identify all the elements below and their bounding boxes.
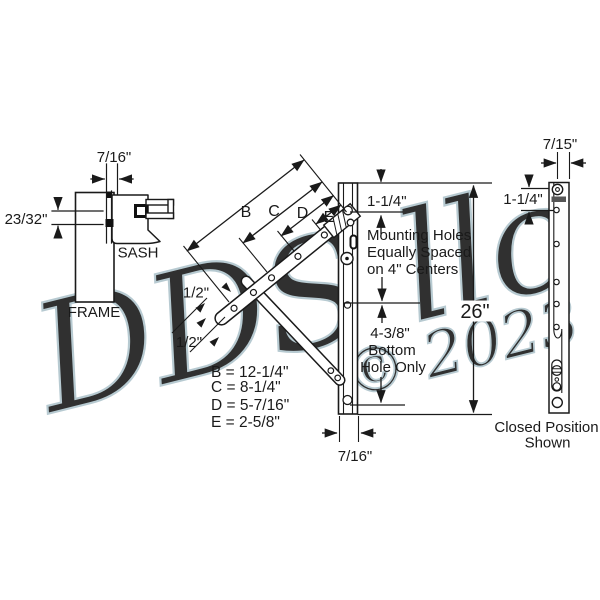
closed-bar-hinge-block [551,196,566,202]
track-roller-pin [345,256,349,261]
bottom-spacing-label: 4-3/8" [370,325,410,342]
mounting-note-line3: on 4" Centers [367,261,458,278]
half-inch-witness-lines [171,297,226,353]
mount-block [105,219,114,227]
closed-width-label: 7/15" [543,136,578,153]
frame-section [74,191,115,303]
dim-e-line [315,204,342,225]
sash-block-hole [137,207,145,215]
pivot-hole-top [343,205,353,216]
closed-bar-bottom-hole [551,396,563,409]
sash-label: SASH [118,245,159,262]
dim-d-line [280,194,335,237]
mounting-note-line2: Equally Spaced [367,244,471,261]
closed-position-bar: 7/15" 1-1/4" Closed Position Shown [494,136,598,452]
dim-b-value: B = 12-1/4" [211,364,288,381]
inset-depth-label: 23/32" [5,211,48,228]
dim-b-letter: B [241,204,252,221]
half-inch-arrows [195,282,231,347]
support-arm-shoe-hole-1 [327,367,335,375]
inset-width-label: 7/16" [97,149,132,166]
support-arm-shoe-hole-2 [334,374,342,382]
sash-frame-inset: 7/16" 23/32" SASH FRAME [5,149,175,321]
dim-c-letter: C [268,203,280,220]
track-dimensions: 26" 7/16" 1-1/4" Mounting Holes Equally … [322,169,492,465]
half-inch-lower-label: 1/2" [176,334,202,351]
support-arm-bar [240,275,346,386]
closed-offset-label: 1-1/4" [503,191,543,208]
support-arm [240,275,346,386]
half-inch-upper-label: 1/2" [183,285,209,302]
witness-lines [183,154,347,303]
dim-e-letter: E [324,209,335,226]
dim-d-letter: D [297,205,309,222]
dim-length-label: 26" [460,301,489,323]
track-hole-leaders [343,211,420,406]
inset-depth-leaders [51,210,104,226]
track-slot [349,234,358,250]
slider-pin-large [552,382,562,391]
closed-caption-line1: Closed Position [494,419,598,436]
closed-offset-leaders [521,187,554,212]
slider-pin-small [554,377,560,382]
track-top-offset-label: 1-1/4" [367,193,407,210]
track-width-witness [338,416,360,442]
bottom-note-line1: Bottom [368,342,416,359]
slider-screw-slot [552,368,561,373]
closed-caption-line2: Shown [525,435,571,452]
dim-c-value: C = 8-1/4" [211,379,281,396]
sash-channel-prongs [145,198,175,220]
track-extension-lines [357,182,492,416]
frame-label: FRAME [68,304,121,321]
channel-cap [106,191,112,198]
closed-width-witness [556,152,571,179]
pivot-hole-bottom [346,218,355,227]
track-width-label: 7/16" [338,448,373,465]
mounting-note-line1: Mounting Holes [367,227,471,244]
closed-bar-holes [553,206,560,331]
slider-screw [551,365,563,376]
bottom-note-line2: Hole Only [360,359,426,376]
dim-e-value: E = 2-5/8" [211,414,280,431]
closed-bar-pivot-pin [555,187,560,192]
arm-dimensions: B C D E 1/2" 1/2" B = 12-1/4" C = 8-1/4"… [171,154,347,431]
dim-d-value: D = 5-7/16" [211,397,289,414]
track-hole-bottom [342,394,353,406]
dim-length-label-bg [458,300,492,322]
